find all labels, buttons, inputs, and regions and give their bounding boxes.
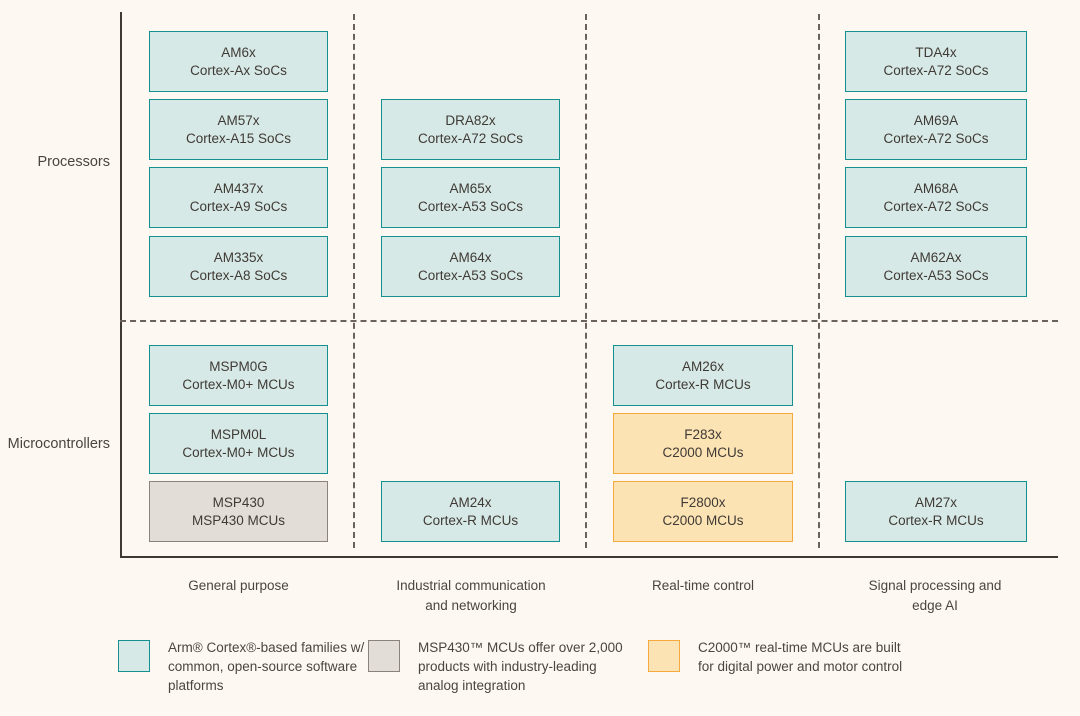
product-box-mspm0l[interactable]: MSPM0L Cortex-M0+ MCUs	[149, 413, 328, 474]
product-box-subtitle: Cortex-A72 SoCs	[883, 198, 989, 214]
product-box-name: MSPM0L	[210, 426, 267, 442]
product-box-subtitle: C2000 MCUs	[662, 444, 744, 460]
product-box-subtitle: Cortex-A9 SoCs	[189, 198, 288, 214]
column-caption-line1: Industrial communication	[396, 578, 546, 593]
product-box-name: AM65x	[449, 180, 492, 196]
product-box-subtitle: Cortex-A53 SoCs	[883, 267, 989, 283]
product-box-subtitle: Cortex-A8 SoCs	[189, 267, 288, 283]
legend-label-arm-cortex: Arm® Cortex®-based families w/ common, o…	[168, 640, 365, 694]
column-caption-line2: and networking	[425, 597, 517, 613]
product-box-name: MSPM0G	[209, 358, 268, 374]
legend: Arm® Cortex®-based families w/ common, o…	[0, 636, 1080, 716]
product-box-subtitle: Cortex-M0+ MCUs	[182, 376, 295, 392]
product-box-name: TDA4x	[915, 44, 957, 60]
legend-item-c2000: C2000™ real-time MCUs are built for digi…	[648, 638, 918, 676]
x-axis-line	[120, 556, 1058, 558]
product-box-subtitle: Cortex-R MCUs	[422, 512, 519, 528]
column-divider-1	[353, 14, 355, 548]
product-box-am69a[interactable]: AM69A Cortex-A72 SoCs	[845, 99, 1027, 160]
column-caption-line1: Signal processing and	[868, 578, 1002, 593]
product-box-am68a[interactable]: AM68A Cortex-A72 SoCs	[845, 167, 1027, 228]
column-divider-3	[818, 14, 820, 548]
legend-swatch-c2000	[648, 640, 680, 672]
legend-item-arm-cortex: Arm® Cortex®-based families w/ common, o…	[118, 638, 368, 695]
product-box-name: AM26x	[681, 358, 725, 374]
row-label-microcontrollers: Microcontrollers	[7, 436, 110, 452]
product-box-mspm0g[interactable]: MSPM0G Cortex-M0+ MCUs	[149, 345, 328, 406]
product-box-name: AM64x	[449, 249, 492, 265]
product-box-name: F2800x	[680, 494, 726, 510]
product-box-subtitle: C2000 MCUs	[662, 512, 744, 528]
product-box-subtitle: Cortex-Ax SoCs	[190, 62, 287, 78]
product-box-subtitle: Cortex-R MCUs	[655, 376, 751, 392]
column-caption-general-purpose: General purpose	[149, 576, 328, 596]
product-box-name: AM68A	[913, 180, 959, 196]
product-box-subtitle: Cortex-A53 SoCs	[417, 267, 524, 283]
product-box-name: AM24x	[449, 494, 492, 510]
y-axis-line	[120, 12, 122, 558]
product-box-subtitle: Cortex-M0+ MCUs	[182, 444, 295, 460]
column-caption-line2: edge AI	[912, 597, 958, 613]
product-box-name: AM437x	[213, 180, 264, 196]
column-caption-industrial-communication: Industrial communication and networking	[371, 576, 571, 615]
product-box-name: MSP430	[212, 494, 265, 510]
product-box-subtitle: Cortex-A53 SoCs	[417, 198, 524, 214]
legend-swatch-msp430	[368, 640, 400, 672]
column-caption-line1: Real-time control	[651, 578, 755, 593]
horizontal-category-divider	[120, 320, 1058, 322]
product-box-name: DRA82x	[445, 112, 496, 128]
product-box-name: AM62Ax	[910, 249, 962, 265]
column-divider-2	[585, 14, 587, 548]
column-caption-real-time-control: Real-time control	[603, 576, 803, 596]
legend-item-msp430: MSP430™ MCUs offer over 2,000 products w…	[368, 638, 638, 695]
row-label-processors: Processors	[37, 154, 110, 170]
legend-label-c2000: C2000™ real-time MCUs are built for digi…	[698, 640, 903, 675]
product-box-name: AM57x	[217, 112, 260, 128]
product-box-name: AM335x	[213, 249, 264, 265]
column-caption-line1: General purpose	[188, 578, 289, 593]
legend-swatch-arm-cortex	[118, 640, 150, 672]
product-box-subtitle: Cortex-R MCUs	[888, 512, 984, 528]
product-box-subtitle: Cortex-A72 SoCs	[417, 130, 524, 146]
product-box-name: AM69A	[913, 112, 959, 128]
product-box-subtitle: Cortex-A72 SoCs	[883, 130, 989, 146]
legend-label-msp430: MSP430™ MCUs offer over 2,000 products w…	[418, 640, 623, 694]
product-box-subtitle: MSP430 MCUs	[191, 512, 286, 528]
product-box-subtitle: Cortex-A72 SoCs	[883, 62, 989, 78]
product-box-name: AM6x	[221, 44, 256, 60]
product-box-name: F283x	[684, 426, 722, 442]
product-box-name: AM27x	[914, 494, 958, 510]
column-caption-signal-processing: Signal processing and edge AI	[835, 576, 1035, 615]
product-box-subtitle: Cortex-A15 SoCs	[185, 130, 292, 146]
